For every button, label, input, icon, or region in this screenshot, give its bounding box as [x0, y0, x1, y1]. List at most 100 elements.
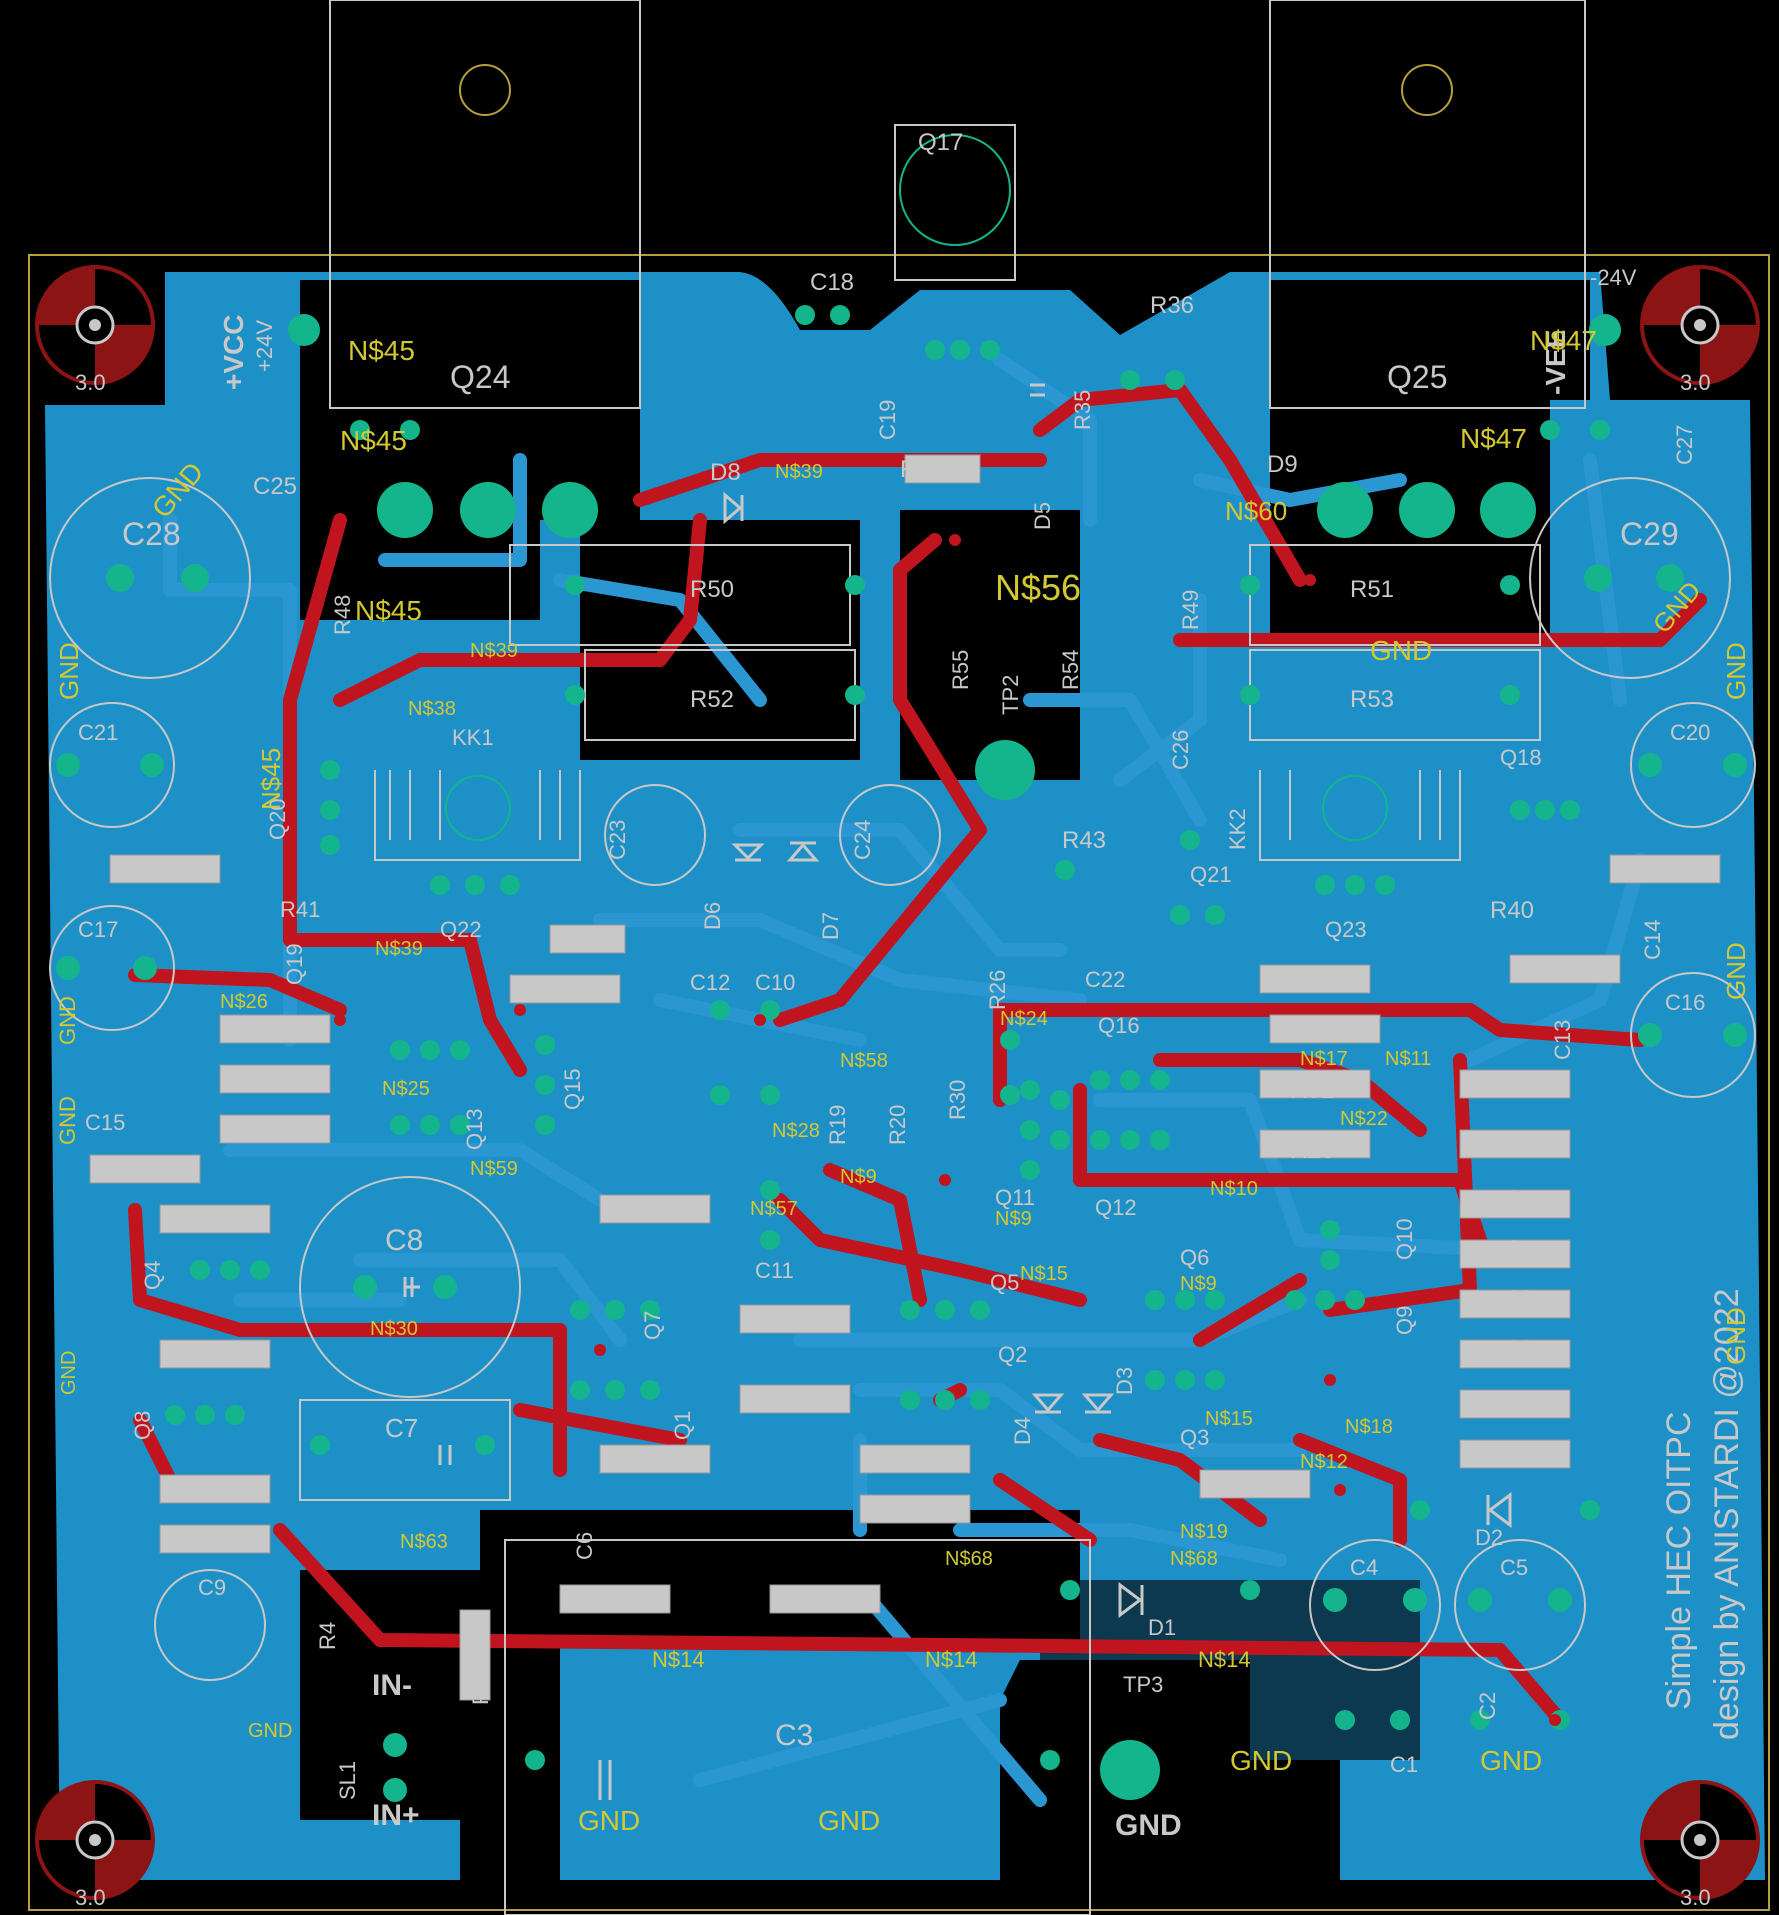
label-d5: D5	[1030, 502, 1055, 530]
label-c27: C27	[1672, 425, 1697, 465]
label-r6: R6	[885, 1446, 916, 1473]
label-c24: C24	[850, 820, 875, 860]
label-r39: R39	[1628, 854, 1672, 881]
mh-tl-label: 3.0	[75, 370, 106, 395]
net-label: N$14	[925, 1647, 978, 1672]
net-label: N$15	[1020, 1263, 1068, 1285]
in-minus-label: IN-	[372, 1669, 412, 1702]
label-q19: Q19	[282, 943, 307, 985]
net-label: N$58	[840, 1050, 888, 1072]
label-r9: R9	[1500, 1446, 1531, 1473]
label-r34: R34	[900, 456, 944, 483]
net-label: N$68	[1170, 1548, 1218, 1570]
title-line1: Simple HEC OITPC	[1660, 1412, 1698, 1711]
label-q4: Q4	[140, 1261, 165, 1290]
label-r35: R35	[1070, 390, 1095, 430]
label-r2: R2	[795, 1587, 826, 1614]
net-label: N$10	[1210, 1178, 1258, 1200]
label-c26: C26	[1168, 730, 1193, 770]
label-d1: D1	[1148, 1615, 1176, 1640]
label-r10: R10	[188, 1206, 232, 1233]
label-r45: R45	[1287, 966, 1331, 993]
label-r46: R46	[538, 977, 582, 1004]
label-r23: R23	[1490, 1286, 1534, 1313]
net-label: N$19	[1180, 1521, 1228, 1543]
label-c25: C25	[253, 473, 297, 500]
net-label: N$68	[945, 1548, 993, 1570]
label-r3: R3	[600, 1587, 631, 1614]
net-label: N$39	[470, 640, 518, 662]
electrolytic-caps	[49, 477, 1756, 1681]
gnd-label: GND	[248, 1720, 292, 1742]
label-q24: Q24	[450, 359, 510, 395]
net-label: N$45	[340, 425, 407, 456]
in-plus-label: IN+	[372, 1799, 420, 1832]
label-r48: R48	[330, 595, 355, 635]
label-d3: D3	[1112, 1367, 1137, 1395]
gnd-label: GND	[1480, 1745, 1542, 1776]
label-c18: C18	[810, 269, 854, 296]
gnd-label: GND	[818, 1805, 880, 1836]
gnd-label: GND	[1370, 635, 1432, 666]
label-r40: R40	[1490, 897, 1534, 924]
vee-value: -24V	[1590, 265, 1637, 290]
label-q17: Q17	[918, 129, 963, 156]
label-r15: R15	[1490, 1386, 1534, 1413]
net-label: N$17	[1300, 1048, 1348, 1070]
label-q15: Q15	[560, 1068, 585, 1110]
net-label: N$63	[400, 1531, 448, 1553]
label-c7: C7	[385, 1413, 418, 1443]
label-d2: D2	[1475, 1525, 1503, 1550]
label-c4: C4	[1350, 1555, 1378, 1580]
label-r28: R28	[1290, 1137, 1334, 1164]
label-r14: R14	[762, 1306, 806, 1333]
label-q23: Q23	[1325, 917, 1367, 942]
heatsinks	[374, 770, 1461, 861]
label-r53: R53	[1350, 686, 1394, 713]
label-q20: Q20	[265, 798, 290, 840]
net-labels: N$45 N$45 N$45 N$45 N$47 N$47 N$39 N$39 …	[220, 325, 1597, 1672]
gnd-label: GND	[55, 1096, 80, 1145]
label-c16: C16	[1665, 990, 1705, 1015]
label-r50: R50	[690, 576, 734, 603]
net-label: N$15	[1205, 1408, 1253, 1430]
label-q6: Q6	[1180, 1245, 1209, 1270]
net-label: N$25	[382, 1078, 430, 1100]
label-r21: R21	[1490, 1236, 1534, 1263]
label-r17: R17	[182, 1526, 226, 1553]
label-r22: R22	[1490, 1336, 1534, 1363]
label-tp2: TP2	[998, 675, 1023, 715]
label-r31: R31	[1490, 1136, 1534, 1163]
label-r27: R27	[240, 1116, 284, 1143]
gnd-label: GND	[55, 996, 80, 1045]
label-r25: R25	[120, 1156, 164, 1183]
vee-label: -VEE	[1540, 330, 1571, 395]
label-r7: R7	[605, 1446, 636, 1473]
label-r1: R1	[468, 1677, 493, 1705]
label-r38: R38	[240, 1016, 284, 1043]
resistor-bodies	[89, 454, 1721, 1701]
label-c5: C5	[1500, 1555, 1528, 1580]
net-label: N$14	[1198, 1647, 1251, 1672]
label-q10: Q10	[1392, 1218, 1417, 1260]
label-r32: R32	[1290, 1077, 1334, 1104]
label-d4: D4	[1010, 1417, 1035, 1445]
net-label: N$45	[355, 595, 422, 626]
gnd-label: GND	[1721, 642, 1751, 700]
label-d8: D8	[710, 459, 741, 486]
net-label: N$18	[1345, 1416, 1393, 1438]
label-r37: R37	[1530, 957, 1574, 984]
component-labels: Q24 Q25 Q17 R36 C18 C19 R35 D5 D8 D9 R34…	[78, 129, 1710, 1777]
label-c1: C1	[1390, 1752, 1418, 1777]
label-r52: R52	[690, 686, 734, 713]
label-r19: R19	[825, 1105, 850, 1145]
label-d7: D7	[818, 912, 843, 940]
label-c20: C20	[1670, 720, 1710, 745]
net-label: N$22	[1340, 1108, 1388, 1130]
label-r8: R8	[770, 1386, 801, 1413]
label-r20: R20	[885, 1105, 910, 1145]
pads	[56, 305, 1747, 1802]
label-c2: C2	[1475, 1692, 1500, 1720]
label-q2: Q2	[998, 1342, 1027, 1367]
label-kk2: KK2	[1225, 808, 1250, 850]
